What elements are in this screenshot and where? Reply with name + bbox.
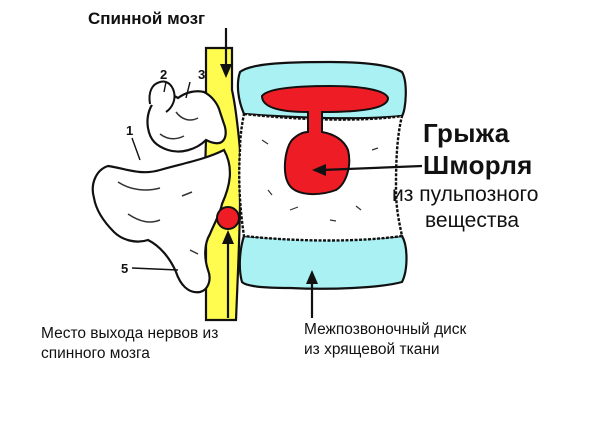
hernia-label-line3: из пульпозного — [392, 183, 539, 206]
hernia-label-line2: Шморля — [423, 150, 533, 180]
superior-articular-shape — [148, 80, 176, 113]
disc-label-line1: Межпозвоночный диск — [304, 321, 467, 338]
nerve-exit-shape — [216, 206, 240, 230]
lower-disc-shape — [238, 234, 408, 290]
hernia-label-line1: Грыжа — [423, 118, 510, 148]
part-number-5: 5 — [121, 261, 129, 276]
spinal-cord-label: Спинной мозг — [88, 9, 206, 28]
arch-texture — [117, 111, 199, 255]
transverse-process-shape — [91, 148, 231, 294]
part-number-2: 2 — [160, 67, 168, 82]
vertebral-body-texture — [261, 139, 379, 222]
arrows — [220, 28, 423, 318]
part-number-3: 3 — [198, 67, 206, 82]
nerve-exit-label-line1: Место выхода нервов из — [41, 325, 219, 342]
part-number-1: 1 — [126, 123, 134, 138]
hernia-shape — [260, 84, 390, 196]
disc-label-line2: из хрящевой ткани — [304, 341, 440, 358]
nerve-exit-label-line2: спинного мозга — [41, 345, 150, 362]
hernia-label-line4: вещества — [425, 209, 520, 232]
number-leaders — [131, 81, 191, 271]
